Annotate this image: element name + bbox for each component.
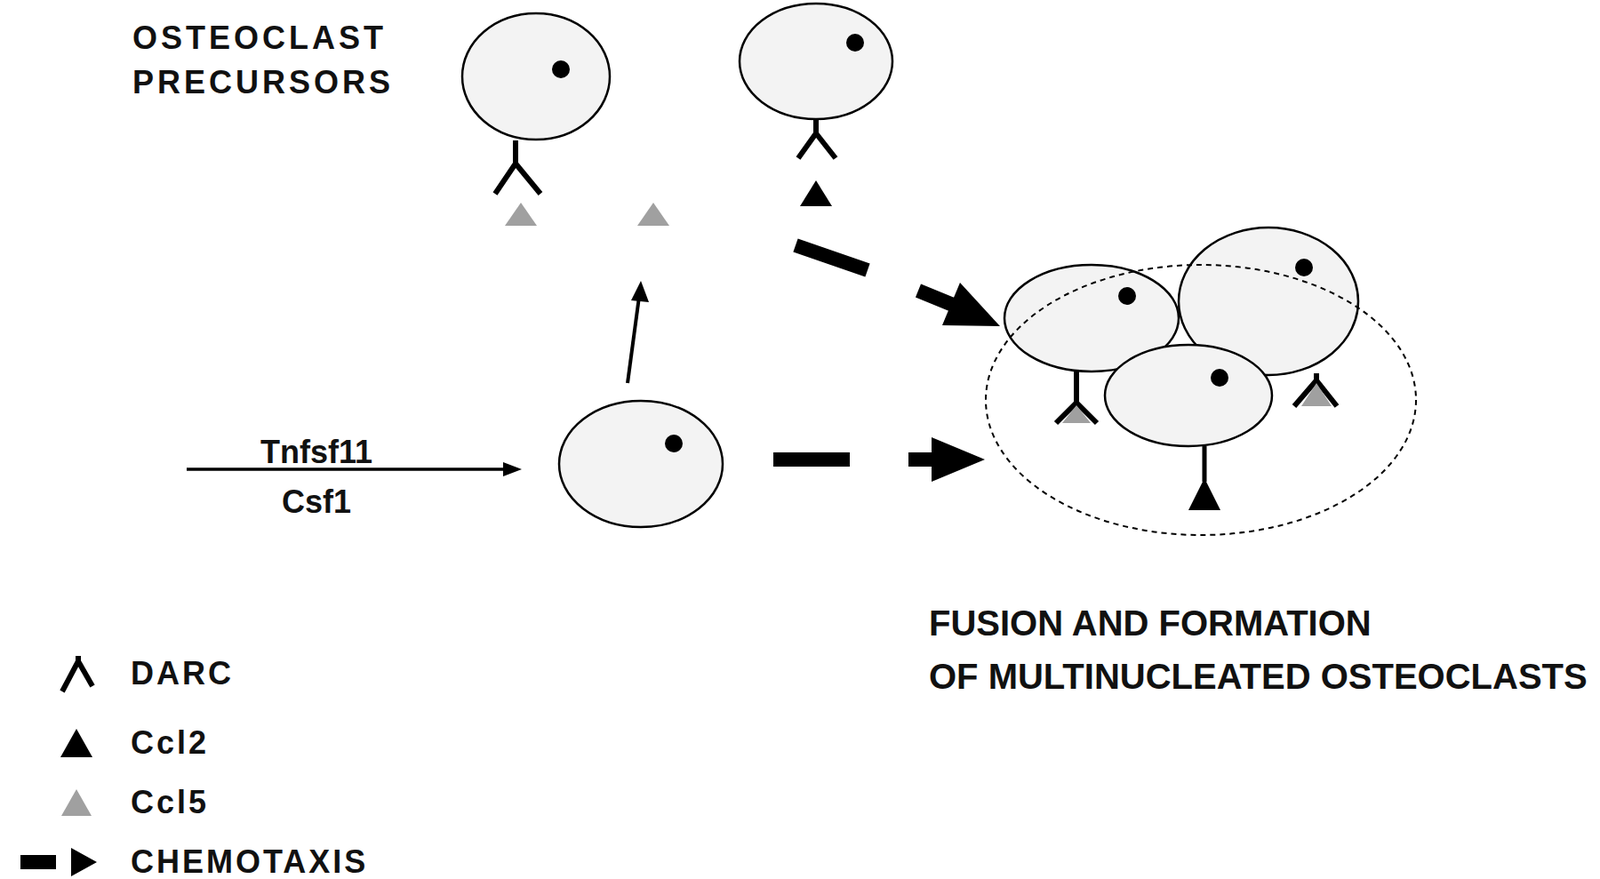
darc-receptor xyxy=(798,119,816,159)
group-label: OSTEOCLAST PRECURSORS xyxy=(132,16,426,105)
legend-chemotaxis-sample xyxy=(71,848,97,877)
legend-label: DARC xyxy=(130,657,234,690)
ccl2-triangle xyxy=(800,180,832,207)
chemotaxis-dash xyxy=(918,290,953,305)
node-heading: FUSION AND FORMATION OF MULTINUCLEATED O… xyxy=(928,603,1588,696)
nucleus xyxy=(846,33,864,52)
darc-receptor xyxy=(495,140,516,194)
darc-receptor xyxy=(515,163,541,194)
receptor-stem xyxy=(1202,446,1208,482)
nucleus xyxy=(1295,258,1313,277)
legend-chemotaxis-sample xyxy=(20,855,56,870)
legend-label: CHEMOTAXIS xyxy=(130,846,368,879)
cell xyxy=(462,13,610,140)
legend-ccl5-sample xyxy=(61,789,92,816)
arrow-head xyxy=(631,280,649,303)
cell xyxy=(559,400,723,528)
legend-label: Ccl5 xyxy=(130,786,209,819)
nucleus xyxy=(664,434,683,453)
ccl5-triangle xyxy=(504,202,537,226)
chemotaxis-dash xyxy=(773,452,850,467)
osteoclast-cluster: FUSION AND FORMATION OF MULTINUCLEATED O… xyxy=(984,264,1417,536)
chemotaxis-dash xyxy=(908,452,936,467)
factor-label: Csf1 xyxy=(227,484,406,520)
legend-ccl2-sample xyxy=(60,728,93,758)
nucleus xyxy=(1118,287,1136,305)
cell xyxy=(1104,344,1272,447)
chemotaxis-head xyxy=(942,282,1000,327)
legend-darc-sample xyxy=(78,661,93,687)
ccl5-triangle xyxy=(637,202,670,226)
chemotaxis-dash xyxy=(795,245,868,271)
nucleus xyxy=(552,60,570,79)
factor-label: Tnfsf11 xyxy=(227,434,406,471)
heading-block: FUSION AND FORMATION OF MULTINUCLEATED O… xyxy=(928,596,1600,704)
cluster-outline xyxy=(984,264,1417,536)
darc-receptor xyxy=(816,133,836,159)
ccl2-triangle xyxy=(1188,478,1221,511)
arrow-line xyxy=(627,296,640,384)
chemotaxis-head xyxy=(931,437,985,482)
ccl5-triangle xyxy=(1062,405,1091,424)
legend-label: Ccl2 xyxy=(130,727,209,760)
nucleus xyxy=(1210,368,1229,387)
dashed-boundary xyxy=(985,264,1416,536)
cell xyxy=(739,3,893,120)
ccl5-triangle xyxy=(1301,383,1332,407)
legend-darc-sample xyxy=(62,656,79,692)
arrow-head xyxy=(503,462,522,477)
